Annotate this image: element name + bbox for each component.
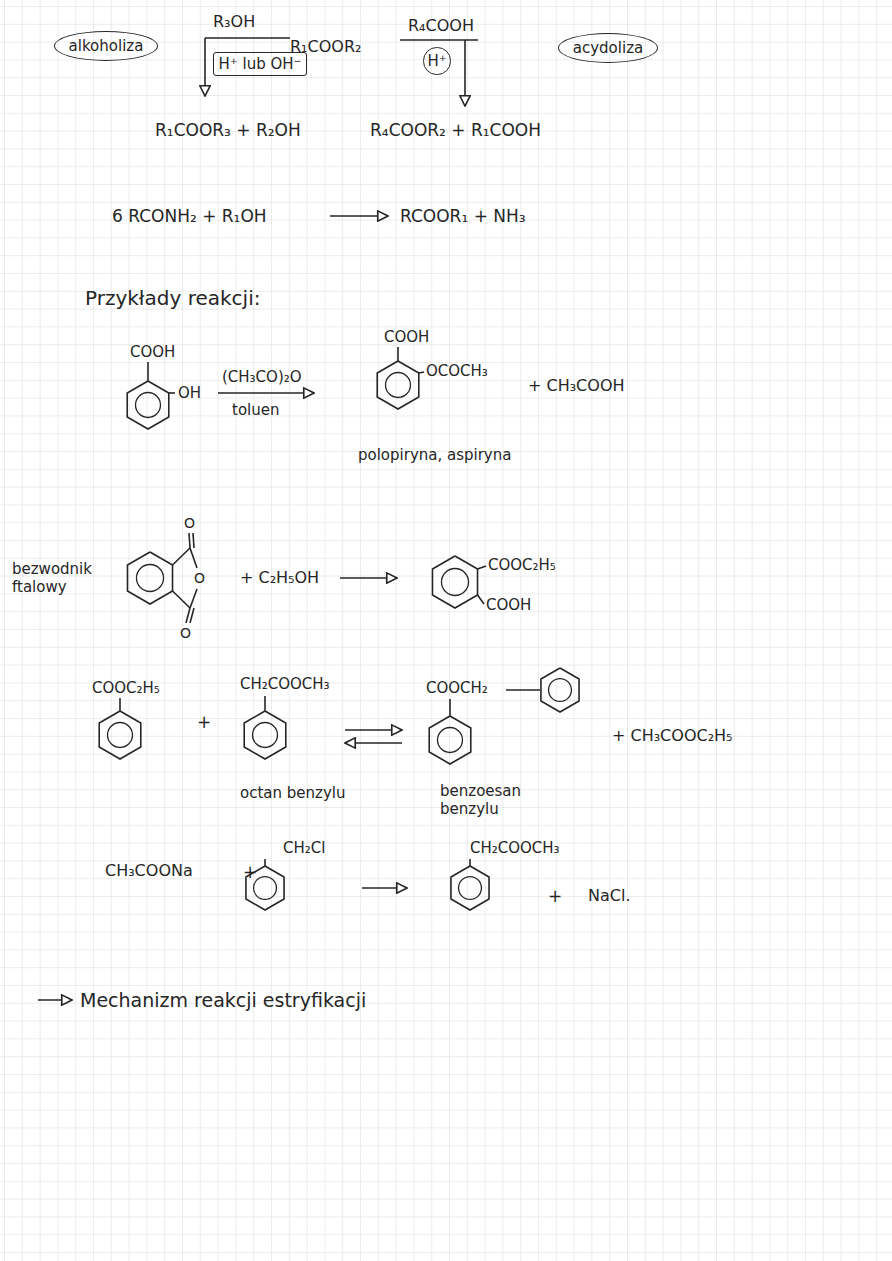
benzene-ring [127, 552, 172, 604]
note-text: COOC₂H₅ [488, 556, 556, 574]
bond-line [193, 533, 194, 548]
note-text: RCOOR₁ + NH₃ [400, 206, 526, 226]
reaction-arrow [204, 38, 206, 96]
note-text: Mechanizm reakcji estryfikacji [80, 989, 366, 1012]
bond-line [478, 595, 485, 604]
bond-line [190, 608, 194, 623]
note-text: + [548, 886, 562, 906]
note-text: octan benzylu [240, 784, 345, 802]
reaction-arrow [464, 40, 466, 106]
aromatic-circle [441, 568, 468, 595]
aromatic-circle [438, 728, 463, 753]
reaction-arrow [330, 215, 388, 217]
bond-line [173, 548, 191, 565]
note-text: R₄COOH [408, 16, 474, 35]
note-text: COOC₂H₅ [92, 679, 160, 697]
benzene-ring [432, 556, 477, 608]
aromatic-circle [459, 877, 482, 900]
aromatic-circle [253, 723, 278, 748]
bond-line [264, 696, 266, 711]
note-text: COOCH₂ [426, 679, 488, 697]
note-text: CH₂COOCH₃ [470, 839, 560, 857]
circled-term: alkoholiza [54, 31, 159, 61]
note-text: bezwodnik ftalowy [12, 560, 92, 596]
bond-line [147, 362, 149, 381]
reaction-arrow [345, 742, 402, 744]
aromatic-circle [136, 564, 163, 591]
node-text: H⁺ lub OH⁻ [219, 55, 302, 73]
reaction-arrow [345, 729, 402, 731]
note-text: OH [178, 384, 201, 402]
note-text: COOH [486, 596, 531, 614]
note-text: CH₂COOCH₃ [240, 675, 330, 693]
circled-term: H⁺ [423, 47, 450, 74]
note-text: + CH₃COOC₂H₅ [612, 726, 733, 745]
note-text: O [184, 515, 195, 532]
note-text: COOH [384, 328, 429, 346]
bond-line [173, 591, 191, 608]
note-text: + [243, 862, 257, 882]
node-text: H⁺ [427, 52, 446, 70]
bond-line [205, 37, 290, 39]
bond-line [190, 548, 197, 568]
note-text: 6 RCONH₂ + R₁OH [112, 206, 267, 226]
bond-line [169, 392, 175, 394]
reaction-arrow [362, 887, 407, 889]
note-text: (CH₃CO)₂O [222, 368, 302, 386]
aromatic-circle [549, 679, 572, 702]
benzene-ring [451, 866, 489, 910]
bond-line [264, 859, 266, 866]
note-text: R₁COOR₃ + R₂OH [155, 120, 301, 140]
condition-box: H⁺ lub OH⁻ [213, 52, 308, 76]
circled-term: acydoliza [558, 33, 658, 63]
benzene-ring [377, 361, 419, 409]
note-text: R₃OH [213, 12, 255, 31]
note-text: + [197, 712, 211, 732]
bond-line [506, 689, 540, 691]
bond-line [189, 533, 190, 548]
aromatic-circle [108, 723, 133, 748]
note-text: + C₂H₅OH [240, 568, 319, 587]
bond-line [449, 699, 451, 716]
benzene-ring [541, 668, 579, 712]
node-text: alkoholiza [69, 37, 144, 55]
note-text: CH₂Cl [283, 839, 325, 857]
note-text: Przykłady reakcji: [85, 286, 260, 310]
note-text: R₁COOR₂ [290, 37, 361, 56]
note-text: R₄COOR₂ + R₁COOH [370, 120, 541, 140]
note-text: CH₃COONa [105, 861, 193, 880]
bond-line [186, 608, 190, 623]
note-text: O [180, 625, 191, 642]
note-text: polopiryna, aspiryna [358, 446, 511, 464]
note-text: NaCl. [588, 886, 630, 905]
benzene-ring [99, 711, 141, 759]
benzene-ring [244, 711, 286, 759]
note-text: COOH [130, 343, 175, 361]
bond-line [400, 39, 478, 41]
benzene-ring [127, 381, 169, 429]
note-text: OCOCH₃ [426, 362, 488, 380]
bond-line [119, 698, 121, 711]
reaction-arrow [340, 577, 397, 579]
reaction-arrow [218, 392, 314, 394]
note-text: + CH₃COOH [528, 376, 625, 395]
aromatic-circle [386, 373, 411, 398]
note-text: O [194, 570, 205, 587]
reaction-arrow [38, 999, 72, 1001]
benzene-ring [429, 716, 471, 764]
node-text: acydoliza [573, 39, 643, 57]
bond-line [419, 372, 424, 373]
bond-line [190, 589, 197, 608]
note-text: benzoesan benzylu [440, 782, 540, 818]
aromatic-circle [136, 393, 161, 418]
note-text: toluen [232, 401, 279, 419]
bond-line [397, 347, 399, 361]
bond-line [478, 566, 487, 569]
bond-line [469, 859, 471, 866]
